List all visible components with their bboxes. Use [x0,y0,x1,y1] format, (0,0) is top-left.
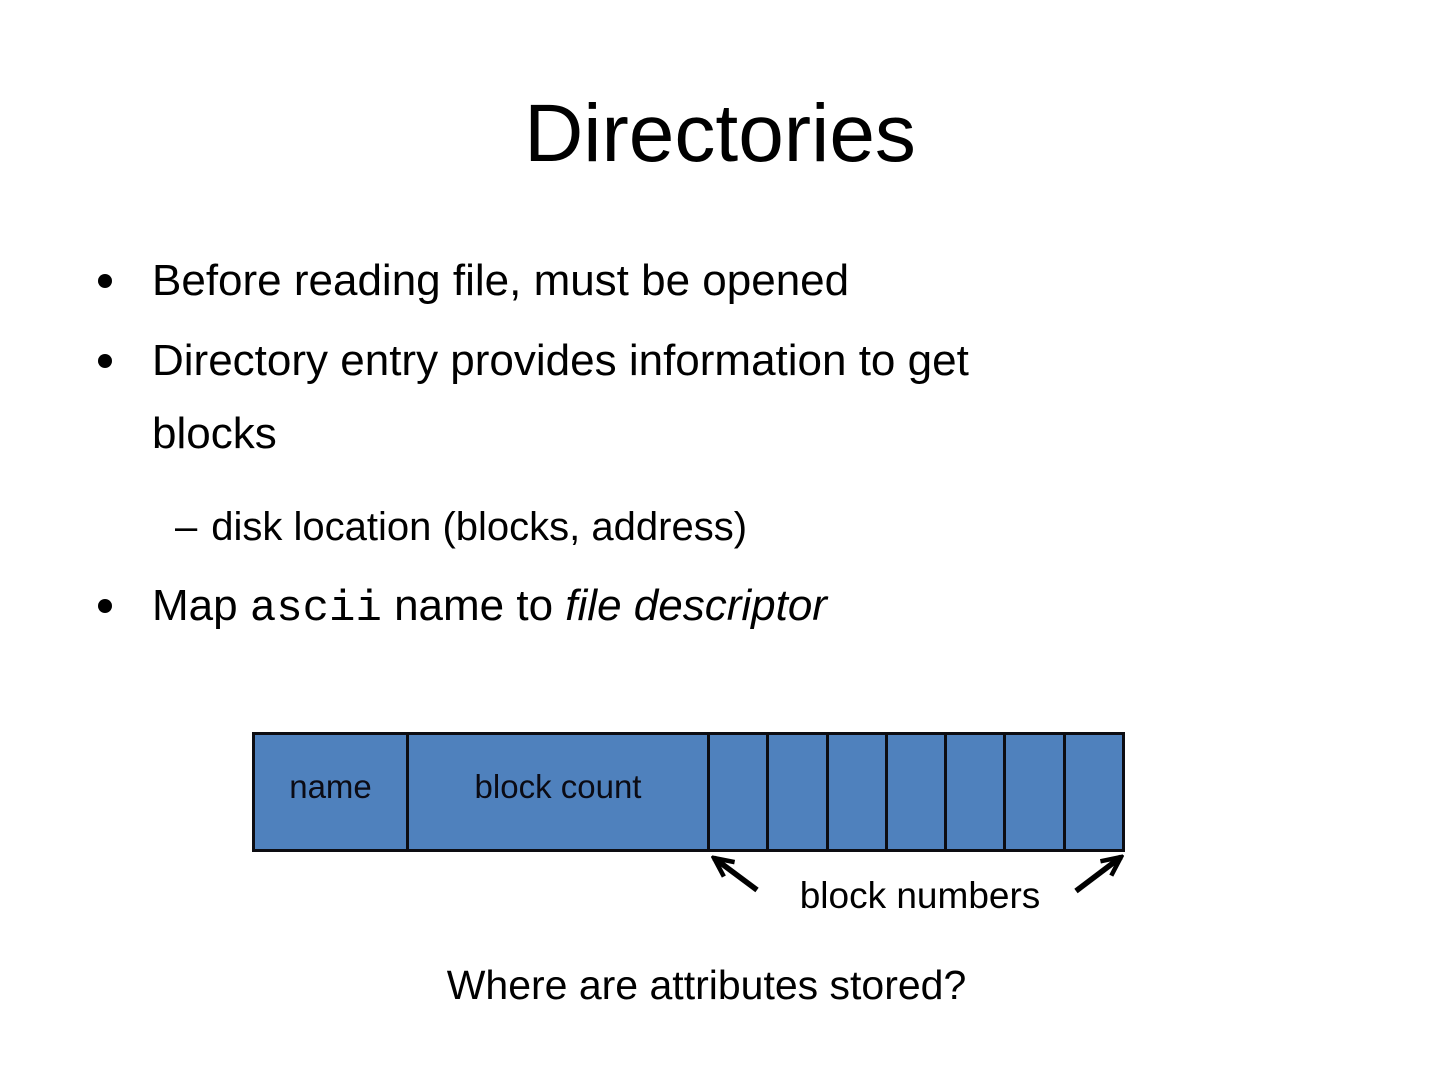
block-count-cell: block count [409,735,710,849]
bullet-3-seg-map: Map [152,581,250,630]
bullet-2-line-2: blocks [152,409,277,458]
block-number-cell [710,735,770,849]
block-number-cell [1065,735,1122,849]
name-cell: name [255,735,409,849]
name-cell-label: name [289,768,372,805]
slide-title: Directories [524,88,916,179]
bullet-3-seg-ascii: ascii [249,584,382,634]
right-arrow [1074,857,1121,894]
block-number-cell [769,735,829,849]
block-number-cell [947,735,1007,849]
small-cells [710,735,1122,849]
bullet-3-seg-file-descriptor: file descriptor [565,581,827,630]
bullet-3-text: Map ascii name to file descriptor [152,581,827,634]
bullet-2-line-1: Directory entry provides information to … [152,336,969,385]
bullet-marker [98,599,112,613]
bullet-marker [98,354,112,368]
block-number-cell [828,735,888,849]
block-number-cell [887,735,948,849]
block-number-cell [1006,735,1066,849]
directory-entry-table: name block count [252,732,1125,852]
bullet-1-text: Before reading file, must be opened [152,256,850,305]
left-arrow [714,858,759,893]
question-text: Where are attributes stored? [446,962,967,1008]
sub-bullet-text: disk location (blocks, address) [211,505,748,549]
bullet-3-seg-name-to: name to [381,581,566,630]
sub-bullet-marker: – [175,505,198,549]
block-numbers-label: block numbers [799,875,1041,916]
sub-bullet: – disk location (blocks, address) [175,506,747,548]
bullet-marker [98,274,112,288]
block-count-cell-label: block count [474,768,642,805]
